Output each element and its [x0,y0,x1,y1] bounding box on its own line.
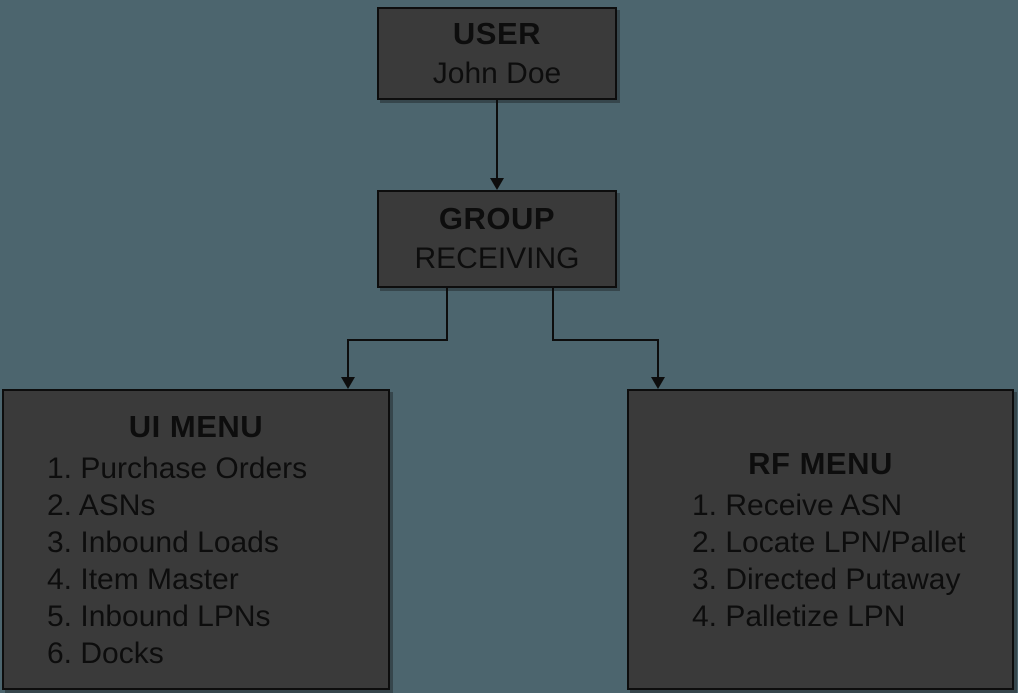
connector-user-group [496,100,498,180]
arrowhead-user-group-icon [490,178,504,190]
ui-menu-item: 6. Docks [47,636,164,670]
ui-menu-item: 1. Purchase Orders [47,451,308,485]
group-node-title: GROUP [438,201,556,236]
rf-menu-node: RF MENU 1. Receive ASN 2. Locate LPN/Pal… [627,389,1014,690]
ui-menu-title: UI MENU [128,408,264,444]
rf-menu-title: RF MENU [748,445,893,481]
connector-group-rfmenu-vertical [552,288,554,341]
connector-group-rfmenu-horizontal [552,339,659,341]
ui-menu-item: 5. Inbound LPNs [47,599,271,633]
ui-menu-node: UI MENU 1. Purchase Orders 2. ASNs 3. In… [2,389,390,690]
ui-menu-item: 3. Inbound Loads [47,525,279,559]
ui-menu-item: 2. ASNs [47,488,156,522]
rf-menu-item: 2. Locate LPN/Pallet [692,525,966,559]
rf-menu-item: 4. Palletize LPN [692,599,906,633]
ui-menu-item: 4. Item Master [47,562,239,596]
ui-menu-list: 1. Purchase Orders 2. ASNs 3. Inbound Lo… [4,450,388,672]
user-node-value: John Doe [432,56,562,90]
rf-menu-item: 1. Receive ASN [692,488,903,522]
rf-menu-list: 1. Receive ASN 2. Locate LPN/Pallet 3. D… [629,487,1012,635]
user-node-title: USER [452,15,542,51]
connector-group-uimenu-horizontal [347,339,448,341]
connector-group-rfmenu-drop [657,339,659,378]
rf-menu-item: 3. Directed Putaway [692,562,961,596]
group-node: GROUP RECEIVING [377,190,617,288]
connector-group-uimenu-drop [347,339,349,378]
user-node: USER John Doe [377,7,617,100]
arrowhead-rfmenu-icon [651,377,665,389]
arrowhead-uimenu-icon [341,377,355,389]
group-node-value: RECEIVING [414,242,580,275]
connector-group-uimenu-vertical [446,288,448,341]
